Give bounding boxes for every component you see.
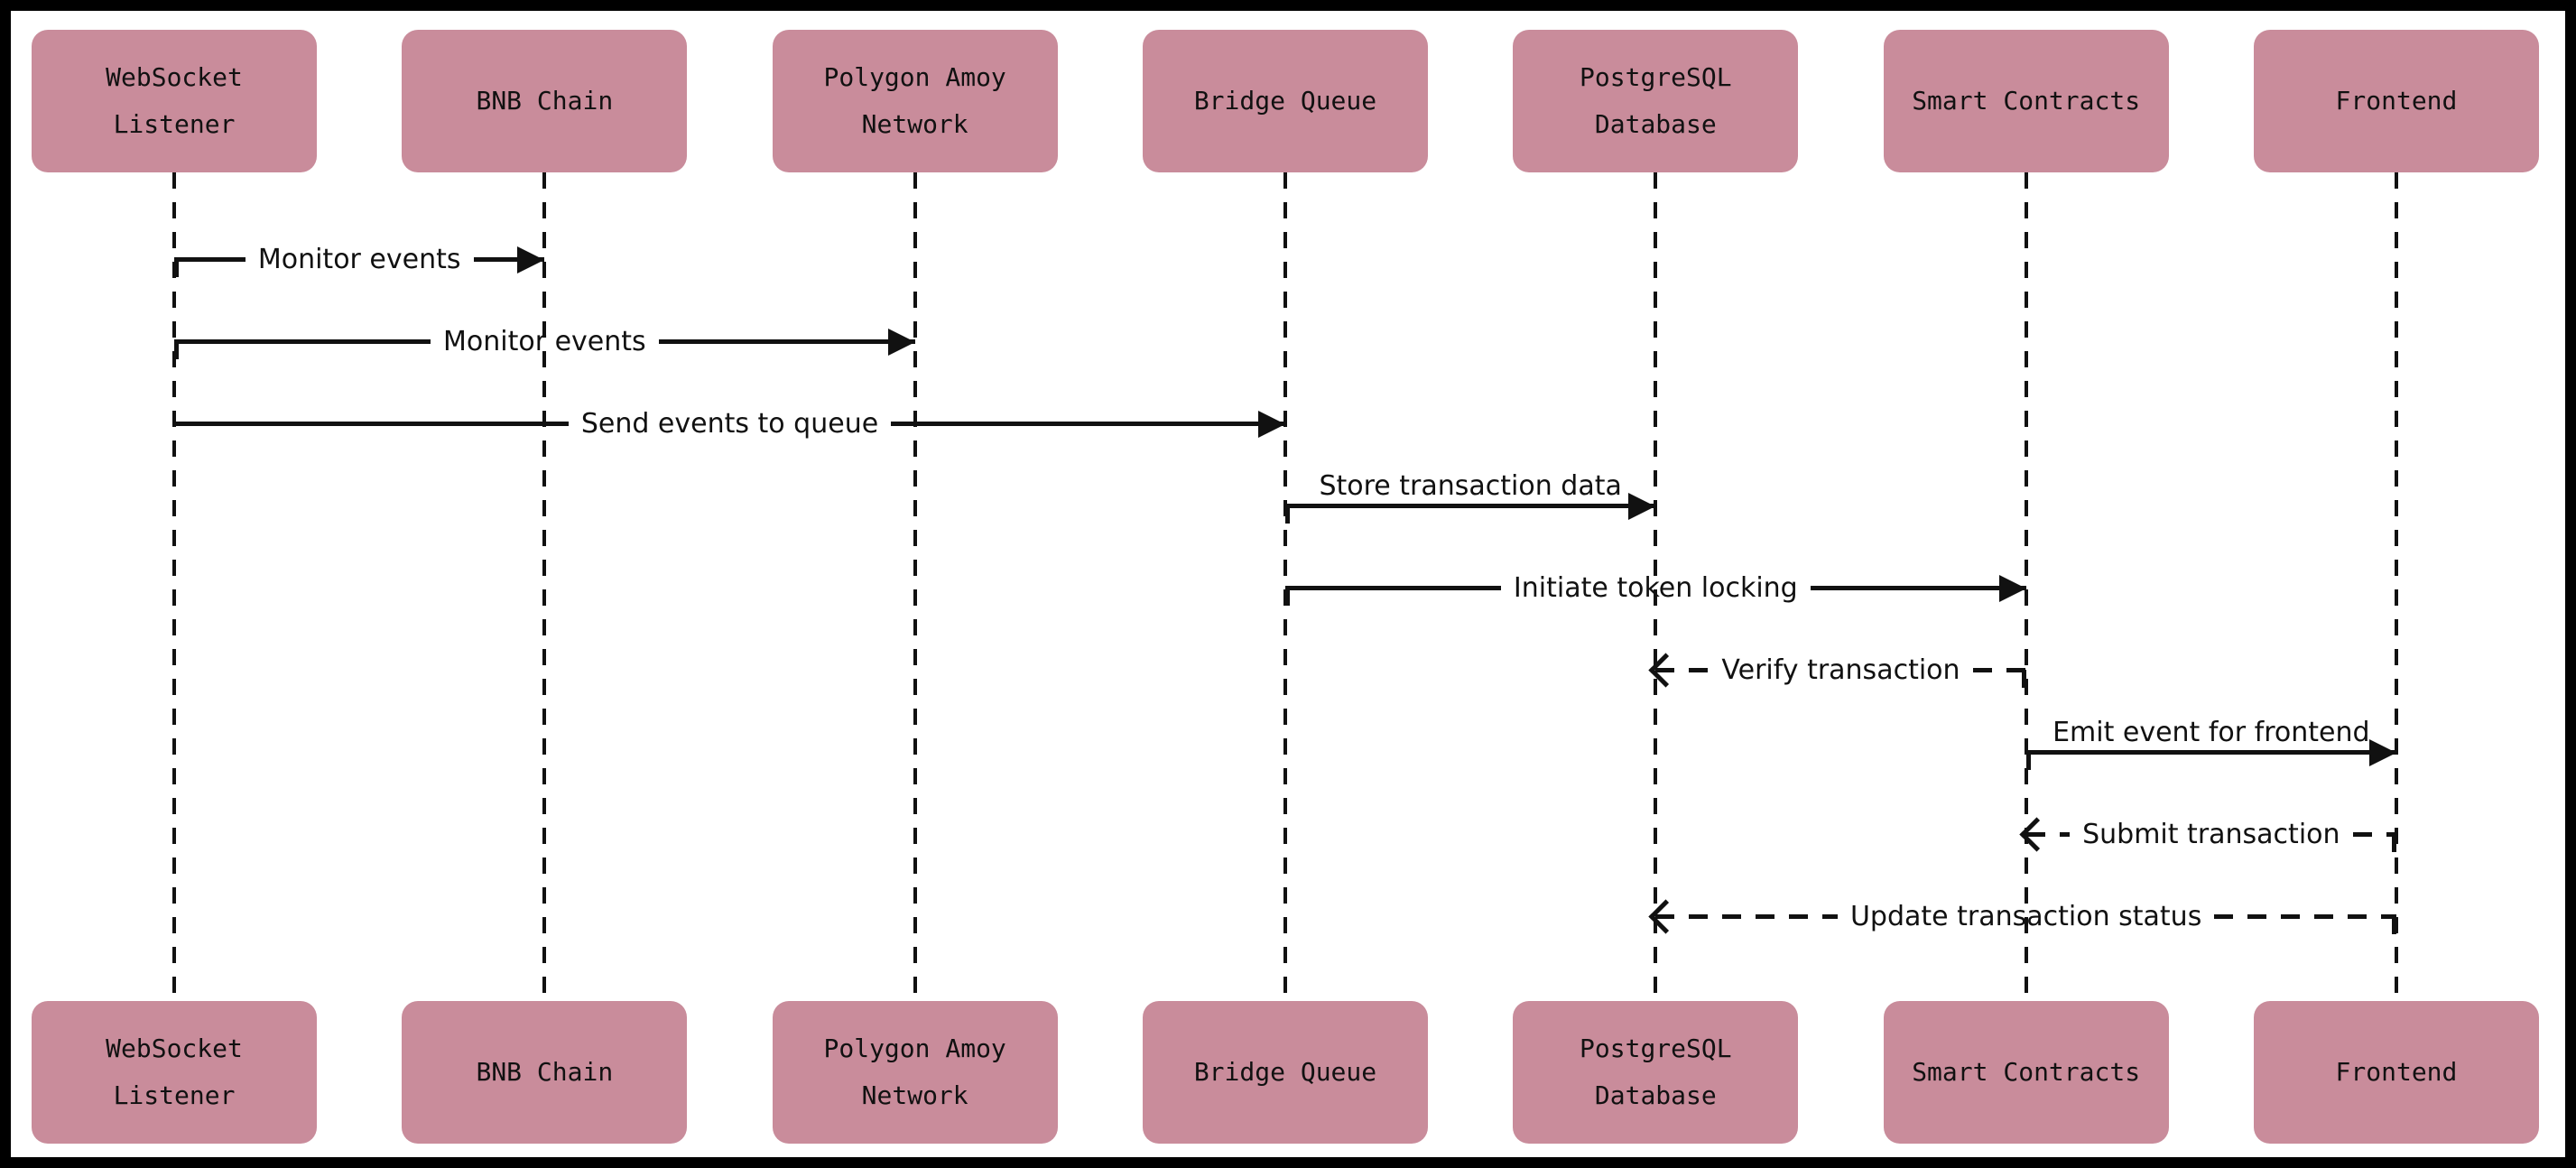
participant-top-frontend: Frontend (2253, 30, 2539, 172)
message-line (1284, 586, 1501, 590)
message-label: Verify transaction (1721, 654, 1960, 686)
message-line (2025, 832, 2071, 837)
message-source-tick (2025, 752, 2031, 770)
arrowhead-filled-icon (1628, 493, 1656, 520)
participant-bottom-frontend: Frontend (2253, 1001, 2539, 1144)
message-initiate-token-locking: Initiate token locking (1284, 574, 2026, 606)
participant-label: Smart Contracts (1912, 1057, 2141, 1088)
arrowhead-filled-icon (887, 329, 915, 356)
message-source-tick (1284, 588, 1290, 606)
participant-top-smart-contracts: Smart Contracts (1883, 30, 2169, 172)
participant-label: BNB Chain (476, 1057, 614, 1088)
participant-top-websocket-listener: WebSocket Listener (32, 30, 317, 172)
lifeline-smart-contracts (2024, 172, 2028, 1001)
participant-label: PostgreSQL Database (1580, 62, 1732, 139)
participant-bottom-polygon-amoy: Polygon Amoy Network (772, 1001, 1058, 1144)
arrowhead-filled-icon (1257, 411, 1285, 438)
message-line (1810, 586, 2026, 590)
message-line (658, 339, 915, 344)
lifeline-frontend (2394, 172, 2398, 1001)
participant-bottom-bridge-queue: Bridge Queue (1142, 1001, 1428, 1144)
message-label: Monitor events (443, 325, 646, 357)
arrowhead-filled-icon (1998, 575, 2026, 602)
participant-label: Polygon Amoy Network (823, 62, 1006, 139)
message-label: Store transaction data (1319, 470, 1622, 502)
message-line (1972, 668, 2026, 672)
message-update-transaction-status: Update transaction status (1648, 899, 2396, 934)
message-source-tick (2021, 670, 2026, 688)
message-line (2214, 914, 2396, 919)
message-label: Monitor events (257, 243, 461, 275)
message-send-events-to-queue: Send events to queue (174, 410, 1285, 438)
participant-top-postgresql: PostgreSQL Database (1513, 30, 1799, 172)
lifeline-websocket-listener (172, 172, 176, 1001)
message-line (2352, 832, 2396, 837)
participant-label: Bridge Queue (1193, 1057, 1377, 1088)
message-line (1655, 914, 1838, 919)
message-verify-transaction: Verify transaction (1648, 653, 2026, 688)
message-label: Emit event for frontend (2052, 717, 2370, 748)
participant-label: Frontend (2335, 1057, 2458, 1088)
message-line (891, 422, 1285, 426)
message-line (174, 257, 246, 262)
participant-top-bnb-chain: BNB Chain (402, 30, 688, 172)
participant-label: Frontend (2335, 86, 2458, 116)
participant-label: PostgreSQL Database (1580, 1034, 1732, 1110)
message-source-tick (2391, 916, 2396, 934)
message-source-tick (1284, 505, 1290, 524)
message-line (174, 422, 569, 426)
participant-label: Polygon Amoy Network (823, 1034, 1006, 1110)
message-emit-event-for-frontend: Emit event for frontend (2025, 719, 2396, 770)
participant-bottom-postgresql: PostgreSQL Database (1513, 1001, 1799, 1144)
arrowhead-filled-icon (517, 246, 545, 273)
message-source-tick (2391, 834, 2396, 852)
participant-label: WebSocket Listener (106, 1034, 243, 1110)
message-line (1284, 504, 1656, 508)
message-label: Update transaction status (1849, 900, 2202, 932)
participant-bottom-bnb-chain: BNB Chain (402, 1001, 688, 1144)
participant-label: BNB Chain (476, 86, 614, 116)
message-label: Initiate token locking (1513, 571, 1798, 604)
lifeline-polygon-amoy (913, 172, 917, 1001)
participant-bottom-smart-contracts: Smart Contracts (1883, 1001, 2169, 1144)
participant-bottom-websocket-listener: WebSocket Listener (32, 1001, 317, 1144)
message-source-tick (174, 259, 179, 277)
lifeline-postgresql (1654, 172, 1658, 1001)
message-source-tick (174, 341, 179, 359)
participant-label: Smart Contracts (1912, 86, 2141, 116)
message-label: Send events to queue (580, 407, 879, 440)
message-store-transaction-data: Store transaction data (1284, 473, 1656, 524)
participant-top-polygon-amoy: Polygon Amoy Network (772, 30, 1058, 172)
message-label: Submit transaction (2082, 818, 2340, 850)
participant-label: Bridge Queue (1193, 86, 1377, 116)
message-line (174, 339, 431, 344)
lifeline-bnb-chain (542, 172, 547, 1001)
message-monitor-events: Monitor events (174, 246, 545, 277)
message-line (473, 257, 545, 262)
message-submit-transaction: Submit transaction (2019, 817, 2396, 852)
message-line (2025, 750, 2396, 755)
message-monitor-events: Monitor events (174, 328, 915, 359)
arrowhead-filled-icon (2368, 739, 2396, 766)
participant-top-bridge-queue: Bridge Queue (1142, 30, 1428, 172)
participant-label: WebSocket Listener (106, 62, 243, 139)
message-line (1655, 668, 1710, 672)
